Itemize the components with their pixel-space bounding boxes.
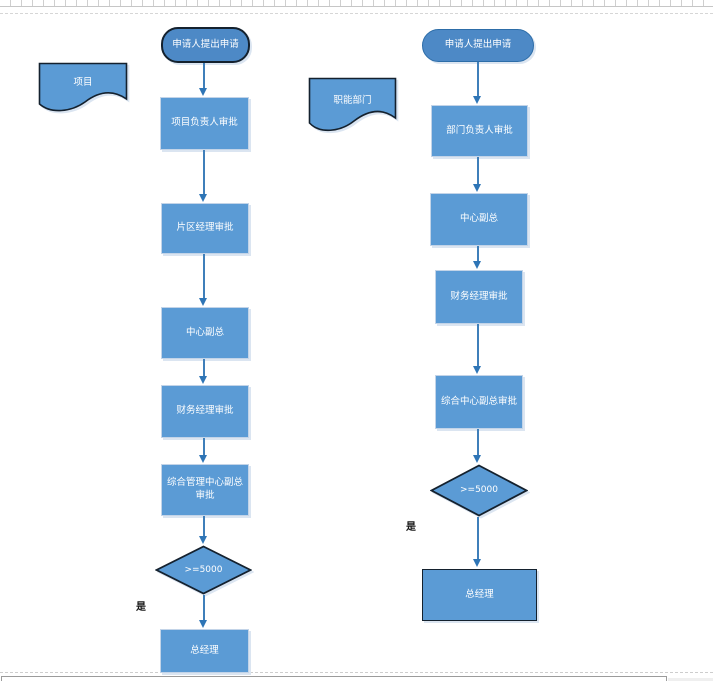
- process-label: 部门负责人审批: [446, 124, 513, 136]
- end-label: 总经理: [465, 588, 494, 600]
- start-terminator-project[interactable]: 申请人提出申请: [161, 27, 250, 63]
- flow-arrow[interactable]: [199, 359, 209, 384]
- flow-arrow[interactable]: [473, 157, 483, 192]
- process-label: 综合管理中心副总审批: [166, 477, 243, 501]
- process-label: 综合中心副总审批: [440, 395, 517, 407]
- flow-arrow[interactable]: [199, 595, 209, 628]
- process-step[interactable]: 项目负责人审批: [160, 97, 249, 150]
- page-break-line-top: [0, 13, 713, 14]
- page-break-line-bottom: [0, 672, 713, 673]
- start-terminator-functional[interactable]: 申请人提出申请: [422, 29, 534, 62]
- process-step[interactable]: 片区经理审批: [161, 203, 249, 254]
- flow-arrow[interactable]: [473, 324, 483, 374]
- end-label: 总经理: [190, 644, 219, 656]
- process-label: 中心副总: [185, 326, 224, 338]
- end-step[interactable]: 总经理: [422, 569, 537, 621]
- process-step[interactable]: 部门负责人审批: [431, 105, 528, 157]
- document-label: 项目: [73, 77, 93, 89]
- flow-arrow[interactable]: [473, 246, 483, 269]
- decision-yes-label: 是: [136, 602, 146, 613]
- process-step[interactable]: 财务经理审批: [161, 385, 249, 438]
- decision-diamond[interactable]: >=5000: [430, 464, 528, 517]
- decision-label: >=5000: [184, 564, 223, 575]
- decision-yes-label: 是: [406, 522, 416, 533]
- flow-arrow[interactable]: [473, 429, 483, 463]
- flow-arrow[interactable]: [199, 516, 209, 544]
- flow-arrow[interactable]: [199, 438, 209, 463]
- process-step[interactable]: 中心副总: [430, 193, 528, 246]
- process-step[interactable]: 综合管理中心副总审批: [161, 464, 249, 516]
- process-label: 项目负责人审批: [171, 117, 238, 129]
- document-shape-project[interactable]: 项目: [38, 62, 128, 114]
- decision-diamond[interactable]: >=5000: [155, 545, 252, 595]
- flow-arrow[interactable]: [199, 63, 209, 96]
- process-label: 中心副总: [459, 213, 498, 225]
- decision-label: >=5000: [460, 485, 498, 496]
- flow-arrow[interactable]: [199, 150, 209, 202]
- top-cell-gridlines: [0, 0, 713, 7]
- bottom-right-fill: [668, 678, 713, 681]
- process-step[interactable]: 综合中心副总审批: [435, 375, 523, 429]
- process-label: 片区经理审批: [176, 222, 234, 234]
- flow-arrow[interactable]: [473, 517, 483, 567]
- start-label: 申请人提出申请: [172, 38, 239, 50]
- process-label: 财务经理审批: [176, 405, 234, 417]
- end-step[interactable]: 总经理: [160, 629, 249, 673]
- flow-arrow[interactable]: [199, 254, 209, 306]
- start-label: 申请人提出申请: [444, 39, 512, 51]
- flow-arrow[interactable]: [473, 62, 483, 104]
- process-step[interactable]: 财务经理审批: [435, 270, 523, 324]
- process-step[interactable]: 中心副总: [161, 307, 249, 359]
- document-shape-functional[interactable]: 职能部门: [308, 77, 397, 134]
- bottom-panel-edge: [1, 676, 667, 681]
- process-label: 财务经理审批: [450, 290, 508, 302]
- document-label: 职能部门: [333, 94, 372, 106]
